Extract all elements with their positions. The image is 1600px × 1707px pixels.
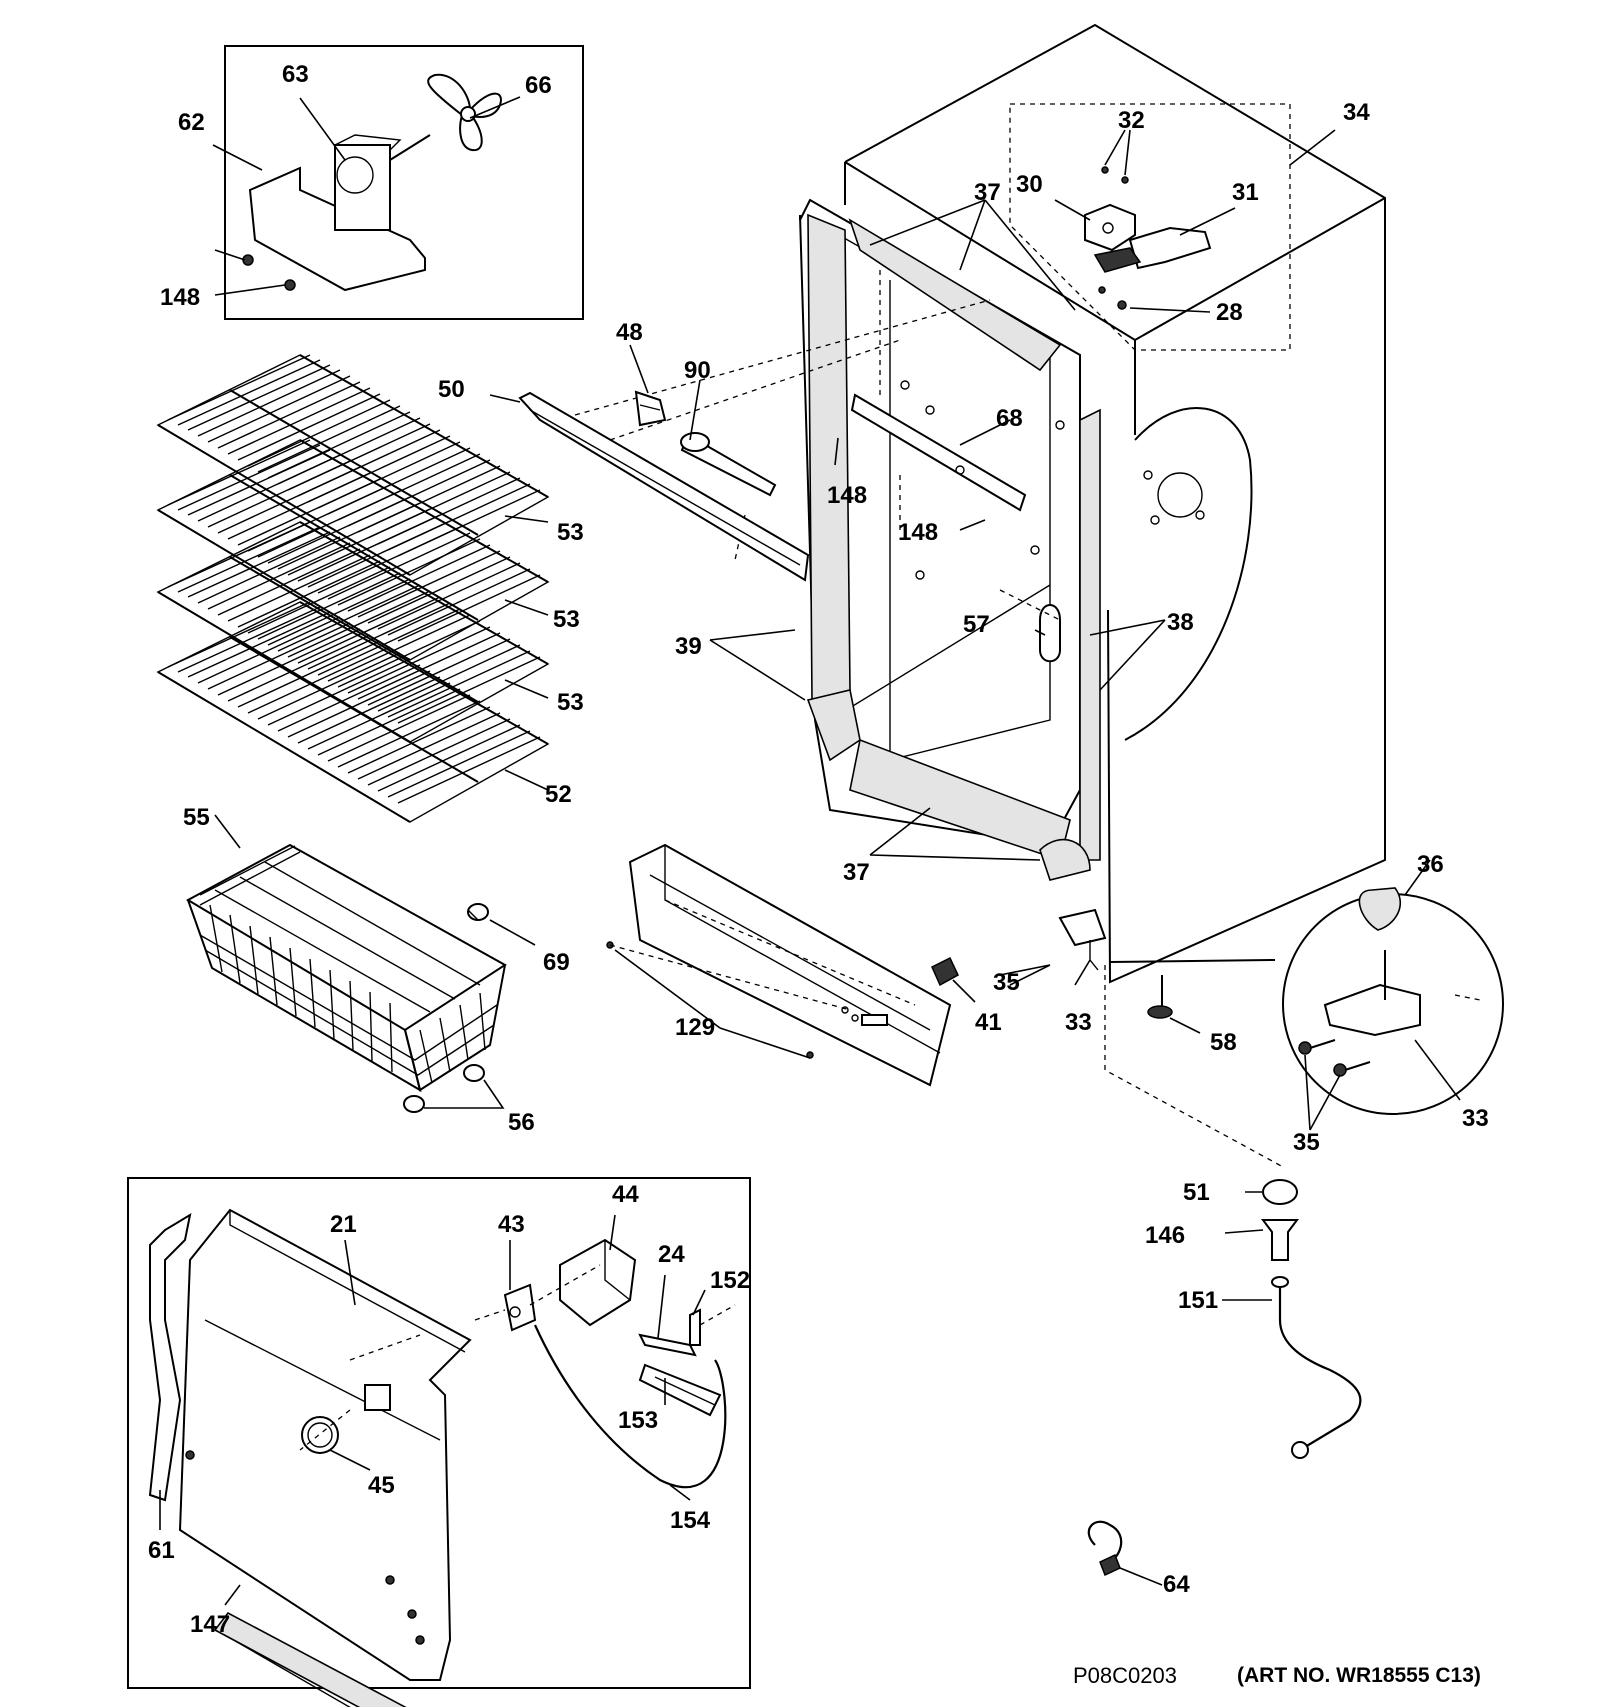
callout-30: 30 (1016, 171, 1043, 198)
callout-57: 57 (963, 611, 990, 638)
callout-24: 24 (658, 1241, 685, 1268)
front-grille-panel (606, 843, 952, 1087)
callout-50: 50 (438, 376, 465, 403)
callout-90: 90 (684, 357, 711, 384)
callout-58: 58 (1210, 1029, 1237, 1056)
callout-31: 31 (1232, 179, 1259, 206)
callout-28: 28 (1216, 299, 1243, 326)
callout-41: 41 (975, 1009, 1002, 1036)
callout-63: 63 (282, 61, 309, 88)
light-bracket-assembly (489, 344, 810, 582)
callout-61: 61 (148, 1537, 175, 1564)
callout-labels: 62 63 66 148 32 34 37 30 31 28 48 90 50 … (148, 61, 1489, 1638)
shelf (156, 354, 550, 576)
drawing-number: P08C0203 (1073, 1663, 1177, 1688)
callout-38: 38 (1167, 609, 1194, 636)
callout-34: 34 (1343, 99, 1370, 126)
callout-45: 45 (368, 1472, 395, 1499)
callout-69: 69 (543, 949, 570, 976)
callout-39: 39 (675, 633, 702, 660)
callout-53: 53 (557, 519, 584, 546)
callout-37: 37 (974, 179, 1001, 206)
wire-basket (185, 814, 536, 1113)
callout-55: 55 (183, 804, 210, 831)
callout-153: 153 (618, 1407, 658, 1434)
door-handle-parts (1222, 1179, 1362, 1459)
callout-148: 148 (898, 519, 938, 546)
callout-52: 52 (545, 781, 572, 808)
shelf (156, 601, 550, 823)
callout-43: 43 (498, 1211, 525, 1238)
callout-37: 37 (843, 859, 870, 886)
callout-66: 66 (525, 72, 552, 99)
callout-151: 151 (1178, 1287, 1218, 1314)
callout-129: 129 (675, 1014, 715, 1041)
callout-51: 51 (1183, 1179, 1210, 1206)
callout-146: 146 (1145, 1222, 1185, 1249)
callout-68: 68 (996, 405, 1023, 432)
callout-35: 35 (993, 969, 1020, 996)
cabinet-body (574, 23, 1386, 984)
control-panel-inset (127, 1177, 751, 1707)
wire-shelves (156, 354, 550, 823)
callout-33: 33 (1065, 1009, 1092, 1036)
lower-hinge-area (931, 859, 1504, 1169)
callout-48: 48 (616, 319, 643, 346)
callout-21: 21 (330, 1211, 357, 1238)
callout-56: 56 (508, 1109, 535, 1136)
art-number: (ART NO. WR18555 C13) (1237, 1664, 1481, 1687)
sensor-part (1087, 1520, 1163, 1586)
callout-147: 147 (190, 1611, 230, 1638)
callout-152: 152 (710, 1267, 750, 1294)
callout-53: 53 (557, 689, 584, 716)
callout-154: 154 (670, 1507, 711, 1534)
callout-35: 35 (1293, 1129, 1320, 1156)
callout-148: 148 (160, 284, 200, 311)
callout-33: 33 (1462, 1105, 1489, 1132)
callout-62: 62 (178, 109, 205, 136)
callout-148: 148 (827, 482, 867, 509)
callout-32: 32 (1118, 107, 1145, 134)
callout-36: 36 (1417, 851, 1444, 878)
fan-motor-inset (212, 45, 584, 320)
callout-64: 64 (1163, 1571, 1190, 1598)
callout-53: 53 (553, 606, 580, 633)
callout-44: 44 (612, 1181, 639, 1208)
